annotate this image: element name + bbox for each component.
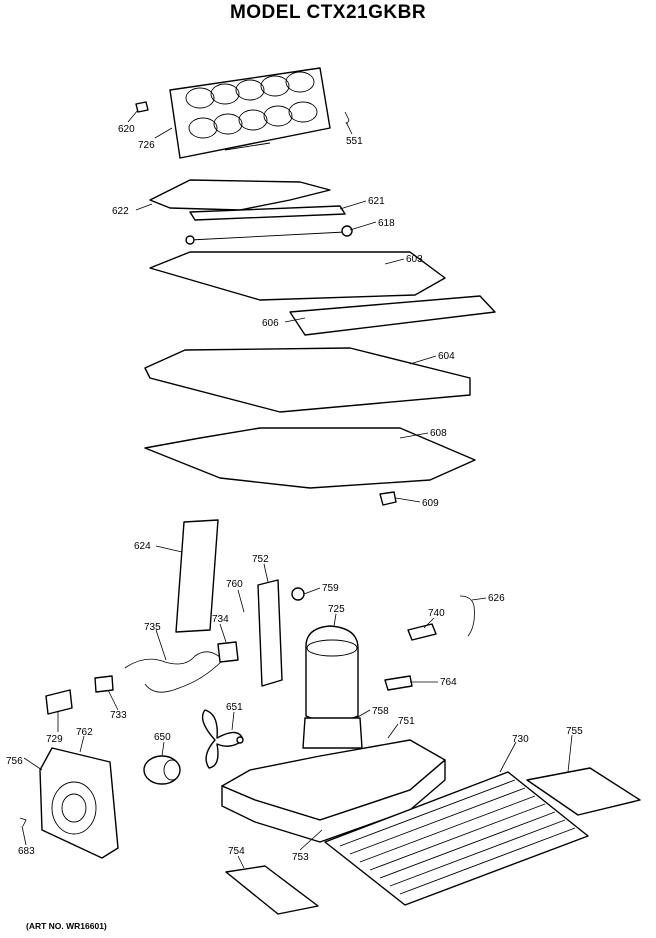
label-683: 683 — [18, 846, 35, 857]
label-651: 651 — [226, 702, 243, 713]
part-651-fan-blade — [201, 709, 244, 769]
part-754-panel — [225, 865, 319, 915]
leader-lines — [21, 109, 573, 869]
part-626-wire — [459, 595, 475, 637]
part-608-pan — [144, 427, 476, 489]
label-755: 755 — [566, 726, 583, 737]
label-726: 726 — [138, 140, 155, 151]
diagram-title: MODEL CTX21GKBR — [229, 2, 427, 23]
part-740-clip — [407, 623, 437, 641]
part-733-overload — [94, 675, 114, 693]
label-734: 734 — [212, 614, 229, 625]
part-551-screw — [344, 111, 350, 125]
label-760: 760 — [226, 579, 243, 590]
label-626: 626 — [488, 593, 505, 604]
label-756: 756 — [6, 756, 23, 767]
evaporator-coil — [169, 67, 331, 159]
label-603: 603 — [406, 254, 423, 265]
part-labels: 620 726 551 622 621 618 603 606 604 608 … — [6, 124, 583, 863]
art-number: (ART NO. WR16601) — [26, 921, 107, 931]
part-604-shelf — [144, 347, 471, 413]
part-755-panel — [526, 767, 641, 816]
label-758: 758 — [372, 706, 389, 717]
part-621-bracket — [189, 205, 346, 221]
part-762-shroud — [39, 747, 119, 859]
part-751-base — [221, 739, 446, 843]
label-622: 622 — [112, 206, 129, 217]
label-759: 759 — [322, 583, 339, 594]
label-729: 729 — [46, 734, 63, 745]
label-608: 608 — [430, 428, 447, 439]
label-621: 621 — [368, 196, 385, 207]
label-740: 740 — [428, 608, 445, 619]
label-620: 620 — [118, 124, 135, 135]
label-609: 609 — [422, 498, 439, 509]
part-758-mount — [302, 717, 363, 749]
label-618: 618 — [378, 218, 395, 229]
part-764-clip — [384, 675, 413, 691]
label-753: 753 — [292, 852, 309, 863]
part-729-cap — [45, 689, 73, 715]
label-752: 752 — [252, 554, 269, 565]
label-733: 733 — [110, 710, 127, 721]
part-734-relay — [217, 641, 239, 663]
part-759-grommet — [291, 587, 305, 601]
label-730: 730 — [512, 734, 529, 745]
part-609-clip — [379, 491, 397, 506]
part-618-heater — [185, 225, 353, 245]
part-650-fan-motor — [143, 755, 181, 785]
label-606: 606 — [262, 318, 279, 329]
part-730-condenser — [324, 771, 589, 906]
label-754: 754 — [228, 846, 245, 857]
part-683-screw — [19, 817, 27, 827]
label-725: 725 — [328, 604, 345, 615]
part-752-bracket — [257, 579, 283, 687]
part-603-panel — [149, 251, 446, 301]
part-624-duct — [175, 519, 219, 633]
part-735-harness — [124, 651, 224, 693]
label-604: 604 — [438, 351, 455, 362]
label-762: 762 — [76, 727, 93, 738]
label-751: 751 — [398, 716, 415, 727]
label-650: 650 — [154, 732, 171, 743]
part-620-clip — [135, 101, 149, 113]
part-622-cover — [149, 179, 331, 211]
part-606-channel — [289, 295, 496, 336]
part-725-compressor — [305, 625, 359, 723]
label-764: 764 — [440, 677, 457, 688]
label-735: 735 — [144, 622, 161, 633]
label-551: 551 — [346, 136, 363, 147]
label-624: 624 — [134, 541, 151, 552]
